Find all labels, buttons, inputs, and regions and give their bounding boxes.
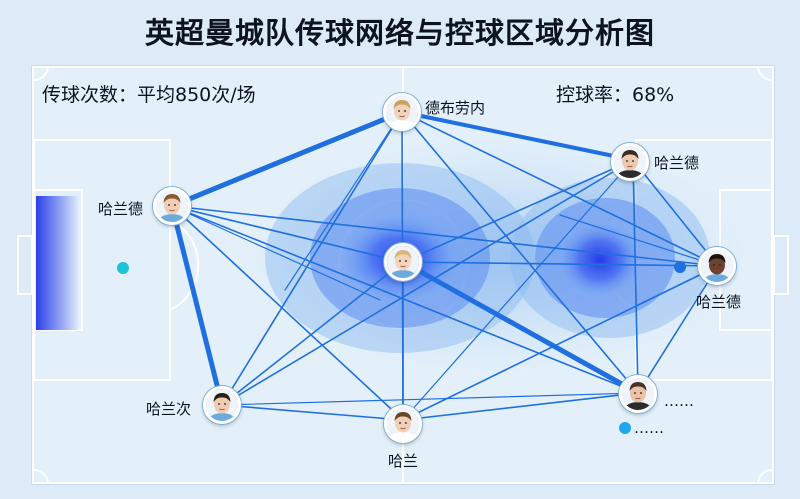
player-node-center[interactable] (384, 243, 422, 281)
marker-dot-right (674, 261, 686, 273)
player-avatar-icon (387, 408, 419, 440)
marker-dot-bottom-right (619, 422, 631, 434)
marker-dot-left (117, 262, 129, 274)
player-label-top-right: 哈兰德 (654, 154, 700, 172)
player-label-bottom-right: …… (664, 392, 694, 410)
player-node-bottom-left[interactable] (203, 386, 241, 424)
possession-stat: 控球率：68% (556, 84, 675, 106)
player-node-top-right[interactable] (611, 143, 649, 181)
left-zone-bar (36, 196, 78, 330)
extra-label: …… (634, 419, 664, 437)
player-label-top: 德布劳内 (425, 99, 486, 117)
player-avatar-icon (387, 246, 419, 278)
player-node-bottom[interactable] (384, 405, 422, 443)
player-node-left[interactable] (153, 187, 191, 225)
player-label-bottom: 哈兰 (388, 452, 419, 470)
player-label-bottom-left: 哈兰次 (146, 400, 192, 418)
player-avatar-icon (206, 389, 238, 421)
player-node-right[interactable] (698, 247, 736, 285)
player-avatar-icon (622, 378, 654, 410)
player-avatar-icon (156, 190, 188, 222)
player-avatar-icon (614, 146, 646, 178)
player-label-left: 哈兰德 (98, 200, 144, 218)
player-avatar-icon (701, 250, 733, 282)
player-label-right: 哈兰德 (696, 293, 742, 311)
player-avatar-icon (386, 96, 418, 128)
page-title: 英超曼城队传球网络与控球区域分析图 (144, 16, 655, 50)
pass-lines (169, 109, 719, 421)
pass-count-stat: 传球次数：平均850次/场 (42, 84, 256, 106)
player-node-bottom-right[interactable] (619, 375, 657, 413)
player-node-top[interactable] (383, 93, 421, 131)
